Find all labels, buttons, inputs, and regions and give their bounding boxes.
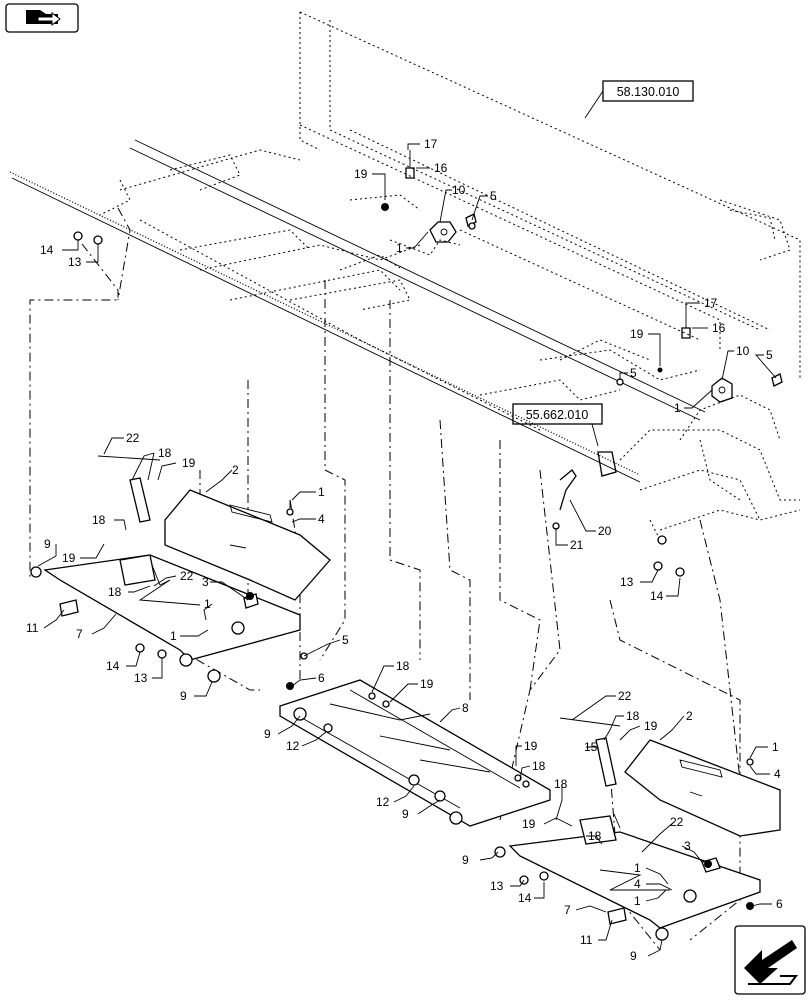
callout-number: 19 bbox=[182, 456, 196, 470]
right-support-arm bbox=[559, 717, 621, 845]
callout-number: 3 bbox=[202, 575, 209, 589]
left-support-arm bbox=[59, 455, 259, 683]
callout-number: 18 bbox=[92, 513, 106, 527]
left-shield-plate bbox=[164, 489, 331, 601]
callout-number: 18 bbox=[396, 659, 410, 673]
callout-number: 1 bbox=[396, 241, 403, 255]
callout-number: 19 bbox=[524, 739, 538, 753]
callout-number: 16 bbox=[434, 161, 448, 175]
callout-number: 1 bbox=[634, 861, 641, 875]
callout-number: 5 bbox=[766, 348, 773, 362]
callout-number: 19 bbox=[62, 551, 76, 565]
callout-number: 9 bbox=[44, 537, 51, 551]
callout-number: 4 bbox=[634, 877, 641, 891]
callout-number: 22 bbox=[180, 569, 194, 583]
reference-label: 55.662.010 bbox=[526, 408, 589, 422]
callout-number: 13 bbox=[68, 255, 82, 269]
header-frame bbox=[99, 11, 801, 541]
callout-leaders bbox=[37, 143, 777, 957]
reference-box-middle[interactable]: 55.662.010 bbox=[512, 403, 603, 447]
callout-number: 7 bbox=[76, 627, 83, 641]
reference-box-top[interactable]: 58.130.010 bbox=[584, 80, 694, 119]
callout-number: 6 bbox=[318, 671, 325, 685]
roller-frame bbox=[279, 679, 551, 827]
callout-number: 5 bbox=[490, 189, 497, 203]
callout-number: 15 bbox=[584, 740, 598, 754]
right-shield-plate bbox=[624, 739, 781, 837]
callout-number: 13 bbox=[620, 575, 634, 589]
callout-number: 19 bbox=[420, 677, 434, 691]
callout-number: 17 bbox=[704, 296, 718, 310]
callout-number: 11 bbox=[26, 621, 39, 635]
callout-number: 13 bbox=[490, 879, 504, 893]
callout-number: 6 bbox=[776, 897, 783, 911]
cutter-bar bbox=[9, 139, 706, 483]
callout-number: 22 bbox=[670, 815, 684, 829]
callout-number: 1 bbox=[204, 597, 211, 611]
callout-number: 19 bbox=[354, 167, 368, 181]
next-page-arrow-icon[interactable] bbox=[734, 925, 806, 995]
callout-number: 12 bbox=[376, 795, 390, 809]
callout-number: 18 bbox=[554, 777, 568, 791]
callout-number: 1 bbox=[170, 629, 177, 643]
callout-number: 20 bbox=[598, 524, 612, 538]
callout-number: 18 bbox=[108, 585, 122, 599]
callout-number: 19 bbox=[630, 327, 644, 341]
callout-number: 9 bbox=[462, 853, 469, 867]
callout-number: 14 bbox=[650, 589, 664, 603]
callout-number: 11 bbox=[580, 933, 593, 947]
callout-number: 3 bbox=[684, 839, 691, 853]
callout-number: 21 bbox=[570, 538, 584, 552]
callout-number: 13 bbox=[134, 671, 148, 685]
callout-number: 4 bbox=[318, 512, 325, 526]
callout-number: 22 bbox=[618, 689, 632, 703]
callout-number: 18 bbox=[532, 759, 546, 773]
callout-number: 5 bbox=[342, 633, 349, 647]
callout-number: 1 bbox=[772, 740, 779, 754]
callout-number: 18 bbox=[588, 829, 602, 843]
callout-number: 4 bbox=[774, 767, 781, 781]
callout-number: 9 bbox=[630, 949, 637, 963]
callout-number: 9 bbox=[402, 807, 409, 821]
left-skid-shoe bbox=[30, 554, 301, 667]
callout-number: 14 bbox=[40, 243, 54, 257]
callout-number: 22 bbox=[126, 431, 140, 445]
callout-number: 2 bbox=[686, 709, 693, 723]
callout-number: 5 bbox=[630, 366, 637, 380]
right-bracket bbox=[559, 310, 783, 511]
reference-label: 58.130.010 bbox=[617, 85, 680, 99]
callout-number: 7 bbox=[564, 903, 571, 917]
callout-number: 9 bbox=[264, 727, 271, 741]
callout-number: 1 bbox=[634, 894, 641, 908]
callout-number: 8 bbox=[462, 701, 469, 715]
callout-number: 14 bbox=[106, 659, 120, 673]
callout-number: 9 bbox=[180, 689, 187, 703]
callout-number: 10 bbox=[736, 344, 750, 358]
callout-number: 19 bbox=[644, 719, 658, 733]
callout-number: 10 bbox=[452, 183, 466, 197]
book-arrow-icon[interactable] bbox=[5, 3, 79, 33]
callout-number: 19 bbox=[522, 817, 536, 831]
upper-bracket bbox=[381, 150, 477, 243]
callout-number: 2 bbox=[232, 463, 239, 477]
callout-number: 1 bbox=[318, 485, 325, 499]
callout-number: 14 bbox=[518, 891, 532, 905]
callout-number: 18 bbox=[158, 446, 172, 460]
callout-number: 1 bbox=[674, 401, 681, 415]
callout-number: 12 bbox=[286, 739, 300, 753]
callout-number: 18 bbox=[626, 709, 640, 723]
callout-number: 16 bbox=[712, 321, 726, 335]
right-skid-shoe bbox=[494, 831, 761, 941]
callout-number: 17 bbox=[424, 137, 438, 151]
